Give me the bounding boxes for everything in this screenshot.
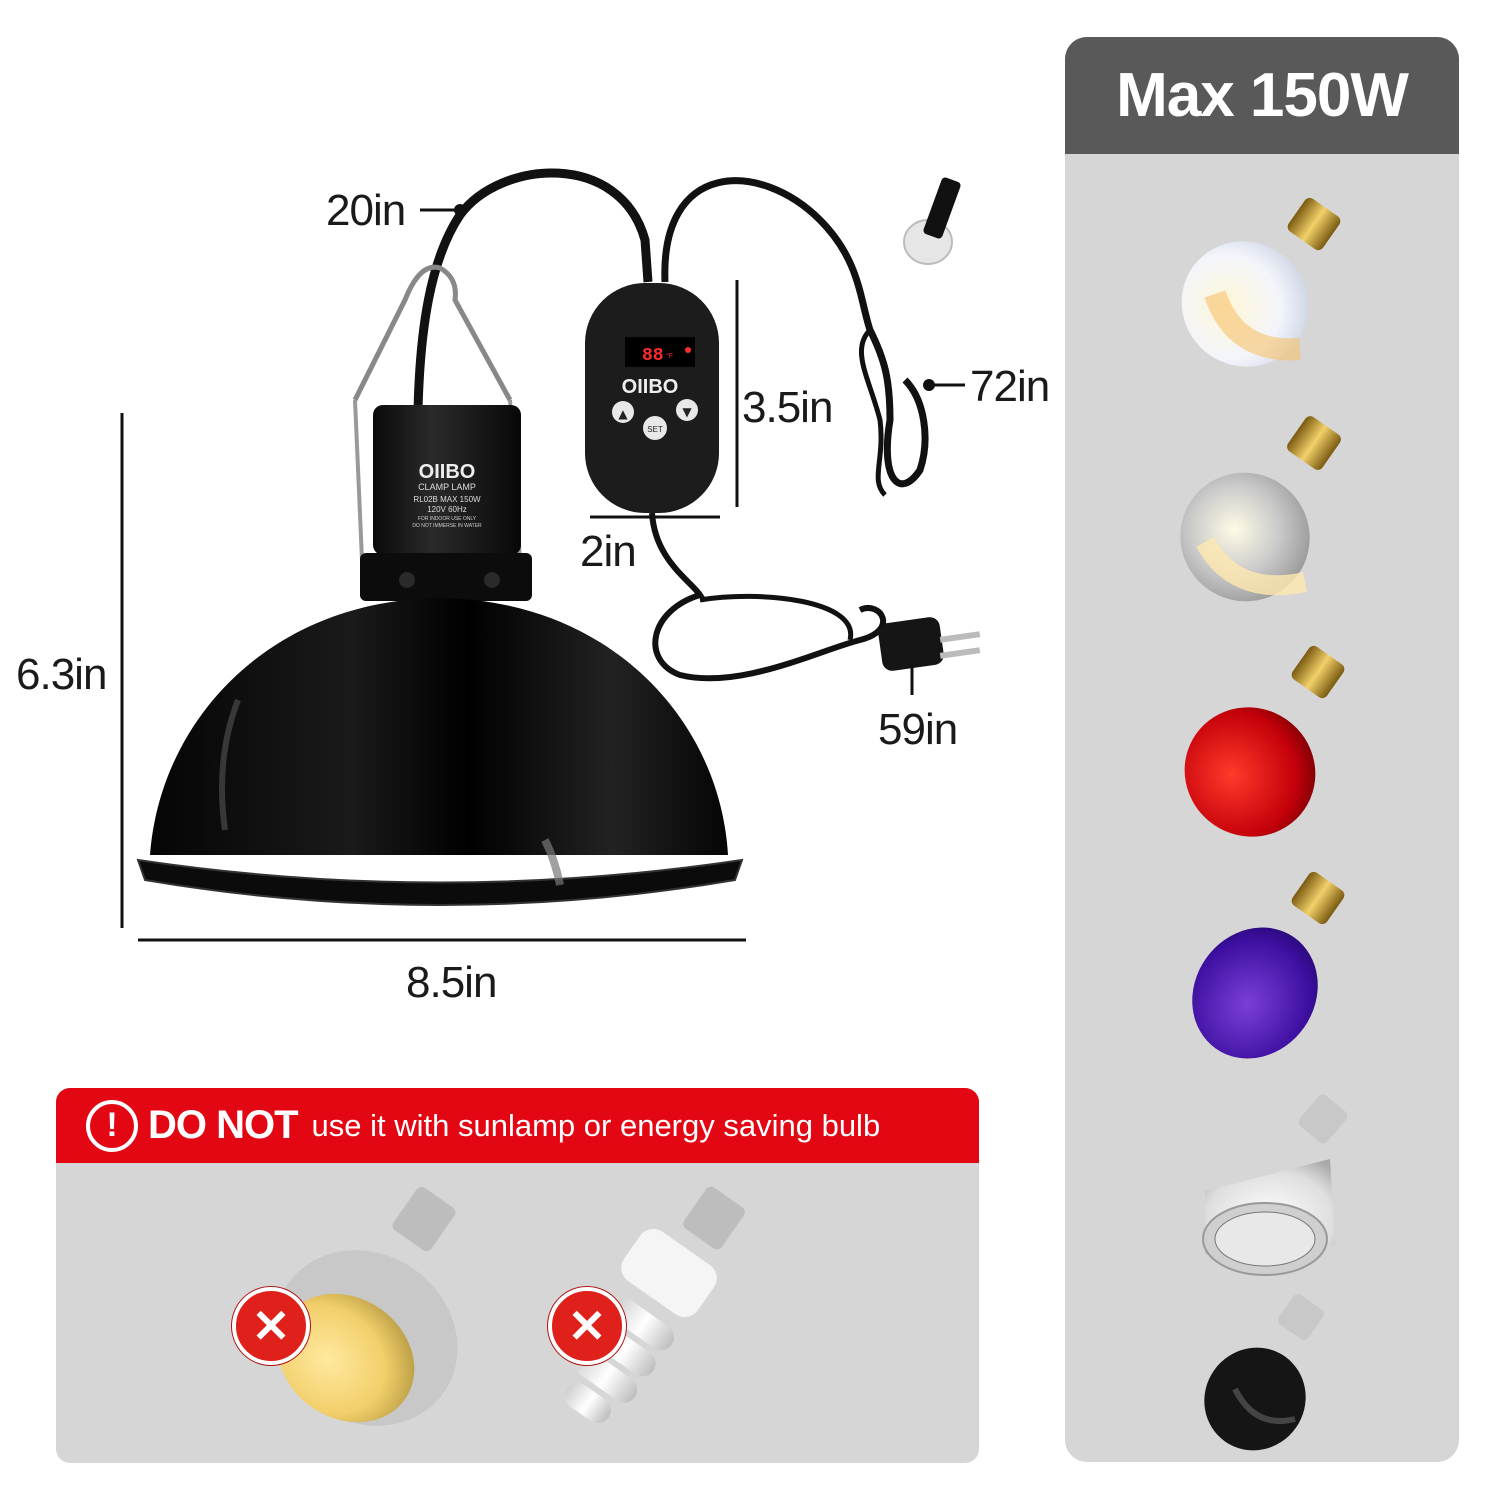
dim-lamp-height: 6.3in — [16, 650, 107, 699]
night-purple-bulb-icon — [1192, 871, 1345, 1059]
basking-spot-bulb-icon — [1180, 416, 1341, 602]
lamp-illustration: OIIBO CLAMP LAMP RL02B MAX 150W 120V 60H… — [120, 168, 981, 942]
socket-line3: 120V 60Hz — [427, 505, 467, 514]
thermostat-controller — [585, 283, 719, 513]
dim-plug-cord: 59in — [878, 705, 958, 754]
warning-bar: ! DO NOT use it with sunlamp or energy s… — [56, 1088, 979, 1163]
socket-line5: DO NOT IMMERSE IN WATER — [412, 523, 482, 529]
lamp-dome — [150, 598, 728, 855]
uvb-par-bulb-icon — [1202, 1094, 1348, 1276]
red-heat-bulb-icon — [1184, 645, 1345, 837]
max-wattage-header: Max 150W — [1065, 37, 1459, 154]
forbidden-mark-cfl: ✕ — [548, 1287, 626, 1365]
lamp-socket — [373, 405, 521, 555]
dim-sensor-cord: 72in — [970, 362, 1050, 411]
power-cord — [649, 512, 887, 682]
dim-lamp-width: 8.5in — [406, 958, 497, 1007]
power-plug — [878, 617, 944, 671]
exclamation-icon: ! — [86, 1099, 138, 1152]
controller-unit: °F — [666, 352, 673, 360]
sunlamp-bulb-icon — [274, 1186, 458, 1426]
warning-text: use it with sunlamp or energy saving bul… — [311, 1107, 881, 1143]
max-wattage-title: Max 150W — [1116, 61, 1409, 130]
socket-line2: RL02B MAX 150W — [413, 495, 481, 504]
forbidden-bulbs — [274, 1186, 745, 1426]
dim-controller-width: 2in — [580, 527, 637, 576]
dim-controller-height: 3.5in — [742, 383, 833, 432]
forbidden-mark-sunlamp: ✕ — [232, 1287, 310, 1365]
lamp-hanger — [352, 264, 513, 402]
warning-emphasis: DO NOT — [148, 1103, 299, 1147]
svg-text:▲: ▲ — [618, 407, 628, 421]
svg-text:▼: ▼ — [682, 405, 692, 419]
bulb-list — [1180, 197, 1348, 1451]
socket-line1: CLAMP LAMP — [418, 482, 476, 492]
ceramic-heat-emitter-icon — [1204, 1294, 1324, 1451]
compatible-bulbs-panel: Max 150W — [1065, 37, 1459, 1462]
dim-cord-top: 20in — [326, 186, 406, 235]
warning-panel: ! DO NOT use it with sunlamp or energy s… — [56, 1088, 979, 1463]
controller-display: 88 — [642, 346, 664, 366]
controller-brand: OIIBO — [622, 376, 679, 398]
sensor-cord — [661, 177, 929, 488]
controller-set-label: SET — [647, 425, 663, 434]
socket-brand: OIIBO — [419, 461, 476, 483]
socket-line4: FOR INDOOR USE ONLY — [418, 516, 477, 522]
daylight-bulb-icon — [1181, 197, 1341, 367]
